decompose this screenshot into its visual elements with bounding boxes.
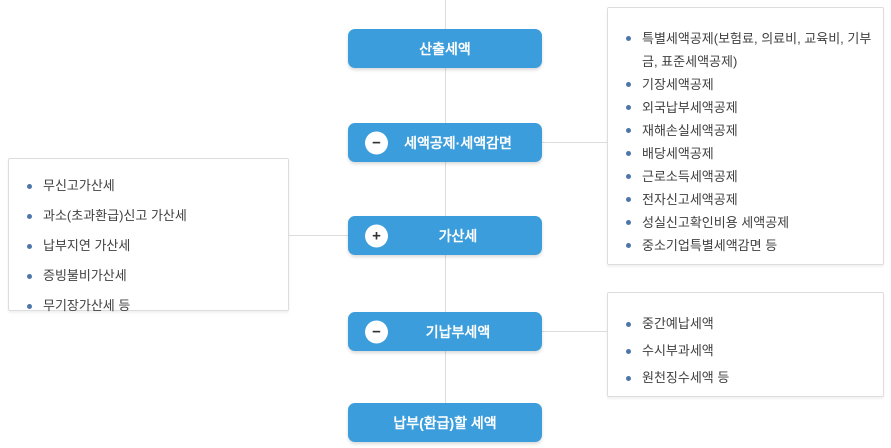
list-item: 근로소득세액공제: [626, 165, 873, 188]
list-item: 전자신고세액공제: [626, 188, 873, 211]
list-item: 증빙불비가산세: [27, 266, 278, 286]
node-tax-credit-reduction-label: 세액공제·세액감면: [404, 134, 512, 151]
list-item-text: 배당세액공제: [642, 146, 714, 161]
credit-panel-connector-line: [541, 142, 607, 143]
penalty-panel-connector-line: [289, 235, 348, 236]
credit-details-list: 특별세액공제(보험료, 의료비, 교육비, 기부금, 표준세액공제) 기장세액공…: [626, 27, 873, 257]
prepaid-details-list: 중간예납세액 수시부과세액 원천징수세액 등: [626, 314, 873, 388]
list-item: 재해손실세액공제: [626, 119, 873, 142]
list-item: 무기장가산세 등: [27, 296, 278, 316]
node-tax-payable-refundable-label: 납부(환급)할 세액: [393, 414, 497, 431]
list-item: 납부지연 가산세: [27, 236, 278, 256]
list-item: 특별세액공제(보험료, 의료비, 교육비, 기부금, 표준세액공제): [626, 27, 873, 73]
list-item-text: 근로소득세액공제: [642, 169, 738, 184]
list-item: 수시부과세액: [626, 341, 873, 361]
node-penalty-tax: + 가산세: [348, 216, 542, 255]
prepaid-details-panel: 중간예납세액 수시부과세액 원천징수세액 등: [607, 292, 884, 397]
list-item-text: 원천징수세액 등: [642, 370, 730, 385]
list-item-text: 전자신고세액공제: [642, 192, 738, 207]
list-item: 중간예납세액: [626, 314, 873, 334]
node-prepaid-tax-label: 기납부세액: [425, 323, 491, 340]
list-item: 중소기업특별세액감면 등: [626, 234, 873, 257]
node-tax-payable-refundable: 납부(환급)할 세액: [348, 403, 542, 442]
node-calculated-tax-label: 산출세액: [419, 40, 471, 57]
list-item-text: 무신고가산세: [43, 178, 115, 193]
flow-spine-line: [445, 0, 446, 404]
list-item: 원천징수세액 등: [626, 368, 873, 388]
penalty-details-panel: 무신고가산세 과소(초과환급)신고 가산세 납부지연 가산세 증빙불비가산세 무…: [8, 158, 289, 313]
list-item-text: 기장세액공제: [642, 77, 714, 92]
node-tax-credit-reduction: − 세액공제·세액감면: [348, 123, 542, 162]
node-penalty-tax-label: 가산세: [438, 227, 478, 244]
list-item: 외국납부세액공제: [626, 96, 873, 119]
list-item-text: 과소(초과환급)신고 가산세: [43, 208, 187, 223]
list-item: 과소(초과환급)신고 가산세: [27, 206, 278, 226]
node-calculated-tax: 산출세액: [348, 29, 542, 68]
prepaid-panel-connector-line: [541, 331, 607, 332]
list-item-text: 성실신고확인비용 세액공제: [642, 215, 790, 230]
list-item-text: 재해손실세액공제: [642, 123, 738, 138]
list-item-text: 외국납부세액공제: [642, 100, 738, 115]
list-item-text: 증빙불비가산세: [43, 268, 127, 283]
minus-icon: −: [365, 320, 388, 343]
penalty-details-list: 무신고가산세 과소(초과환급)신고 가산세 납부지연 가산세 증빙불비가산세 무…: [27, 176, 278, 316]
minus-icon: −: [365, 131, 388, 154]
list-item-text: 납부지연 가산세: [43, 238, 131, 253]
list-item-text: 중간예납세액: [642, 316, 714, 331]
list-item: 성실신고확인비용 세액공제: [626, 211, 873, 234]
node-prepaid-tax: − 기납부세액: [348, 312, 542, 351]
credit-details-panel: 특별세액공제(보험료, 의료비, 교육비, 기부금, 표준세액공제) 기장세액공…: [607, 7, 884, 265]
list-item-text: 수시부과세액: [642, 343, 714, 358]
plus-icon: +: [365, 224, 388, 247]
list-item: 배당세액공제: [626, 142, 873, 165]
list-item-text: 중소기업특별세액감면 등: [642, 238, 778, 253]
list-item-text: 특별세액공제(보험료, 의료비, 교육비, 기부금, 표준세액공제): [642, 31, 872, 69]
list-item: 기장세액공제: [626, 73, 873, 96]
list-item: 무신고가산세: [27, 176, 278, 196]
list-item-text: 무기장가산세 등: [43, 298, 131, 313]
